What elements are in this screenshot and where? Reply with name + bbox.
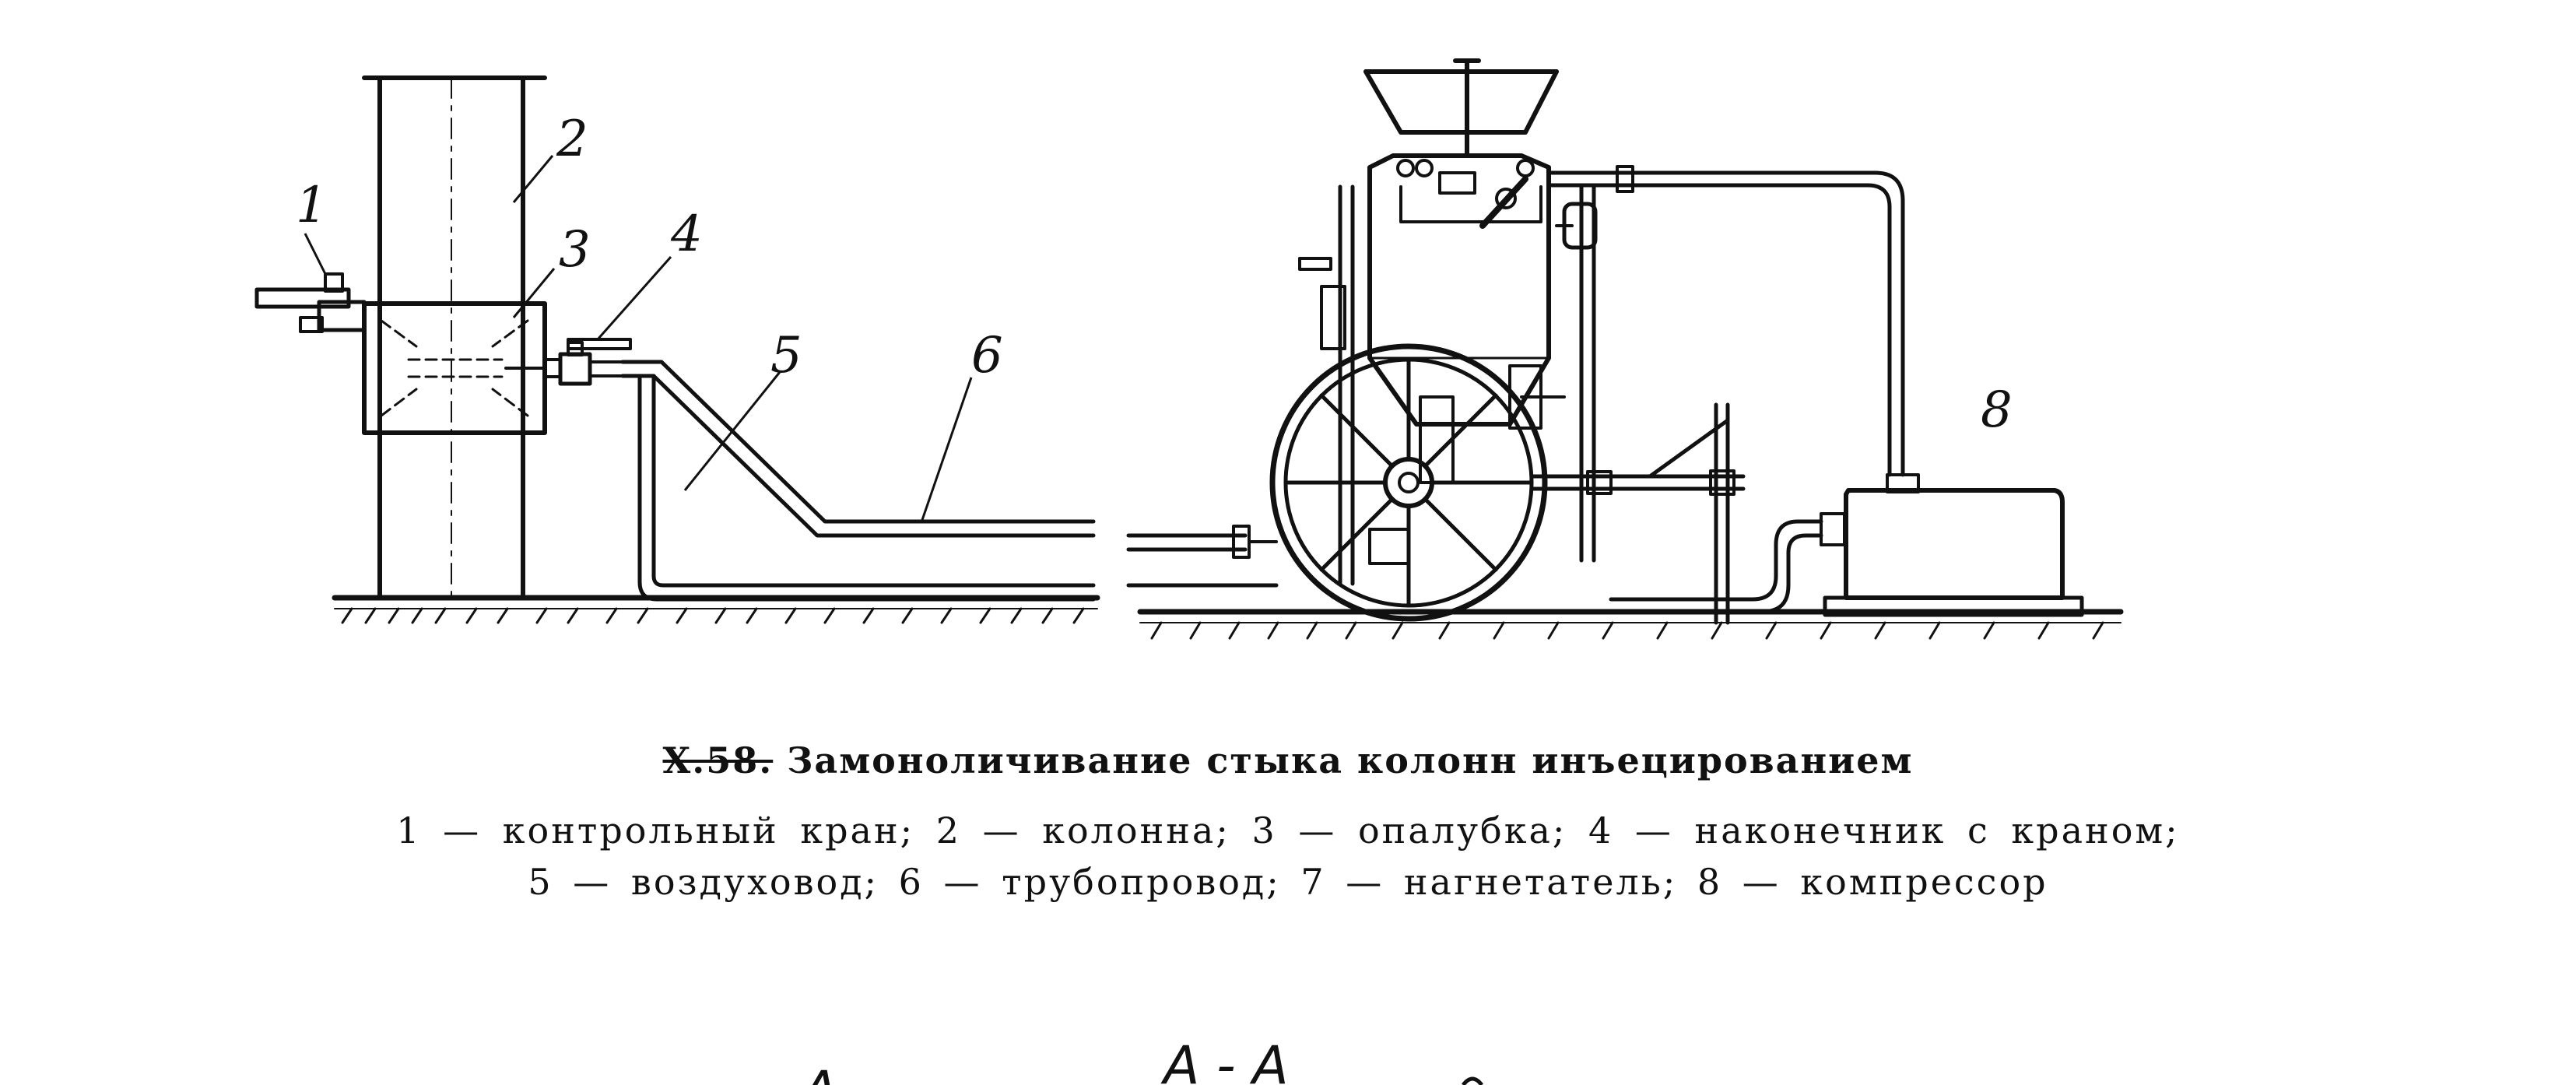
- figure-number: X.58.: [662, 739, 774, 781]
- figure-legend-line-2: 5 — воздуховод; 6 — трубопровод; 7 — наг…: [528, 861, 2048, 903]
- section-mark-right: [1462, 1076, 1483, 1085]
- label-control-valve: 1: [296, 177, 328, 234]
- figure-legend-line-1: 1 — контрольный кран; 2 — колонна; 3 — о…: [396, 809, 2180, 851]
- section-heading: А - А: [1160, 1035, 1289, 1085]
- injector-axle-bracket: [1529, 402, 1746, 625]
- column: [362, 75, 547, 600]
- injector-frame: [1298, 184, 1596, 586]
- label-pipeline: 6: [971, 327, 1003, 384]
- label-air-duct: 5: [770, 327, 802, 384]
- air-hose-compressor: [1546, 165, 1905, 614]
- control-valve: [254, 272, 367, 333]
- injector-hopper: [1363, 58, 1559, 158]
- label-formwork: 3: [559, 221, 591, 279]
- injector-wheel: [1269, 343, 1548, 622]
- ground-line-left: [332, 595, 1100, 624]
- section-letter-left: А: [798, 1060, 838, 1085]
- figure-title: Замоноличивание стыка колонн инъецирован…: [787, 739, 1914, 781]
- label-compressor: 8: [1981, 381, 2013, 439]
- compressor: [1820, 473, 2084, 617]
- figure-caption: X.58. Замоноличивание стыка колонн инъеци…: [0, 739, 2576, 781]
- pipeline-continuation: [1126, 525, 1279, 588]
- label-nozzle: 4: [670, 205, 703, 263]
- air-duct: [620, 360, 1096, 602]
- label-column: 2: [556, 111, 588, 168]
